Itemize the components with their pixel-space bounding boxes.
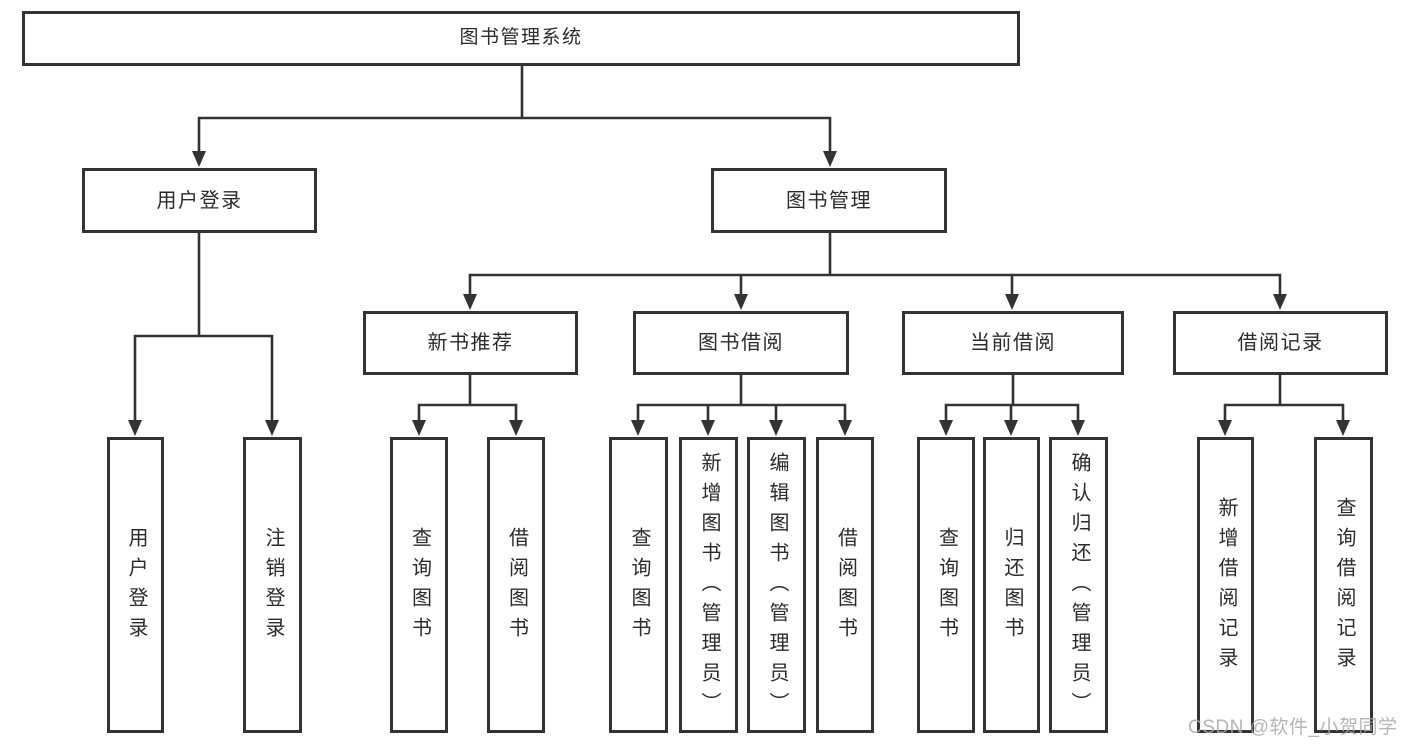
leaf-user-login: 用户登录 bbox=[107, 437, 164, 733]
node-new-book-recommend: 新书推荐 bbox=[363, 311, 578, 375]
leaf-return-books: 归还图书 bbox=[983, 437, 1040, 733]
leaf-query-borrow-record: 查询借阅记录 bbox=[1314, 437, 1373, 733]
node-user-login-branch: 用户登录 bbox=[82, 168, 317, 233]
leaf-current-query-books: 查询图书 bbox=[917, 437, 975, 733]
leaf-edit-books-admin: 编辑图书（管理员） bbox=[747, 437, 806, 733]
leaf-confirm-return-admin: 确认归还（管理员） bbox=[1049, 437, 1108, 733]
node-borrow-record: 借阅记录 bbox=[1173, 311, 1388, 375]
node-book-borrow: 图书借阅 bbox=[633, 311, 849, 375]
leaf-logout: 注销登录 bbox=[243, 437, 302, 733]
csdn-watermark: CSDN @软件_小贺同学 bbox=[1188, 717, 1398, 738]
node-system-root: 图书管理系统 bbox=[22, 11, 1020, 66]
leaf-recommend-query-books: 查询图书 bbox=[390, 437, 448, 733]
leaf-borrow-query-books: 查询图书 bbox=[609, 437, 668, 733]
leaf-add-books-admin: 新增图书（管理员） bbox=[679, 437, 738, 733]
leaf-add-borrow-record: 新增借阅记录 bbox=[1197, 437, 1254, 733]
node-book-management-branch: 图书管理 bbox=[711, 168, 947, 233]
leaf-borrow-books: 借阅图书 bbox=[816, 437, 874, 733]
leaf-recommend-borrow-books: 借阅图书 bbox=[487, 437, 545, 733]
node-current-borrow: 当前借阅 bbox=[902, 311, 1124, 375]
